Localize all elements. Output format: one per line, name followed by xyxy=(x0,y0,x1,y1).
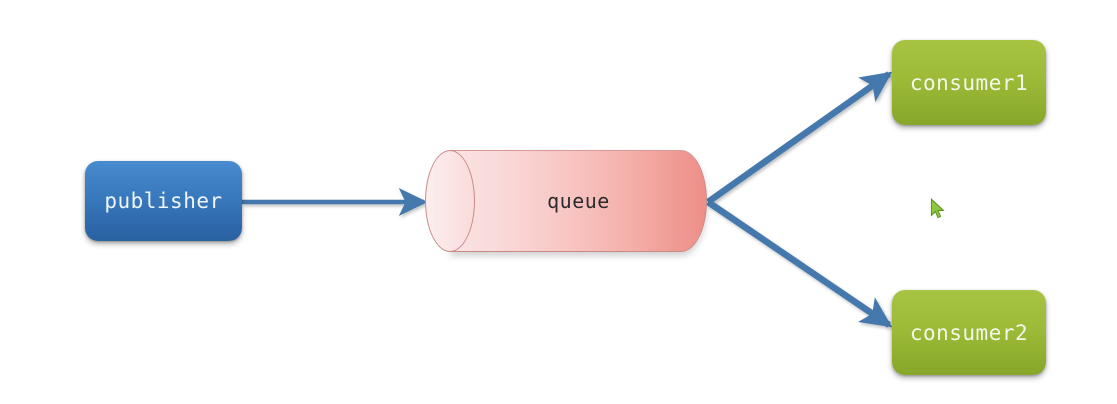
mouse-pointer-icon xyxy=(930,198,945,219)
node-consumer2[interactable]: consumer2 xyxy=(892,290,1046,375)
edge-queue-to-consumer2 xyxy=(706,199,893,328)
edge-queue-to-consumer1 xyxy=(706,71,893,205)
node-publisher[interactable]: publisher xyxy=(85,161,242,241)
node-consumer1[interactable]: consumer1 xyxy=(892,40,1046,125)
node-queue-label: queue xyxy=(547,189,610,213)
node-publisher-label: publisher xyxy=(104,189,223,213)
queue-cylinder-body xyxy=(450,150,707,252)
node-queue[interactable]: queue xyxy=(425,150,707,252)
node-consumer2-label: consumer2 xyxy=(909,320,1029,345)
node-consumer1-label: consumer1 xyxy=(909,70,1029,95)
queue-cylinder-cap xyxy=(425,150,475,252)
